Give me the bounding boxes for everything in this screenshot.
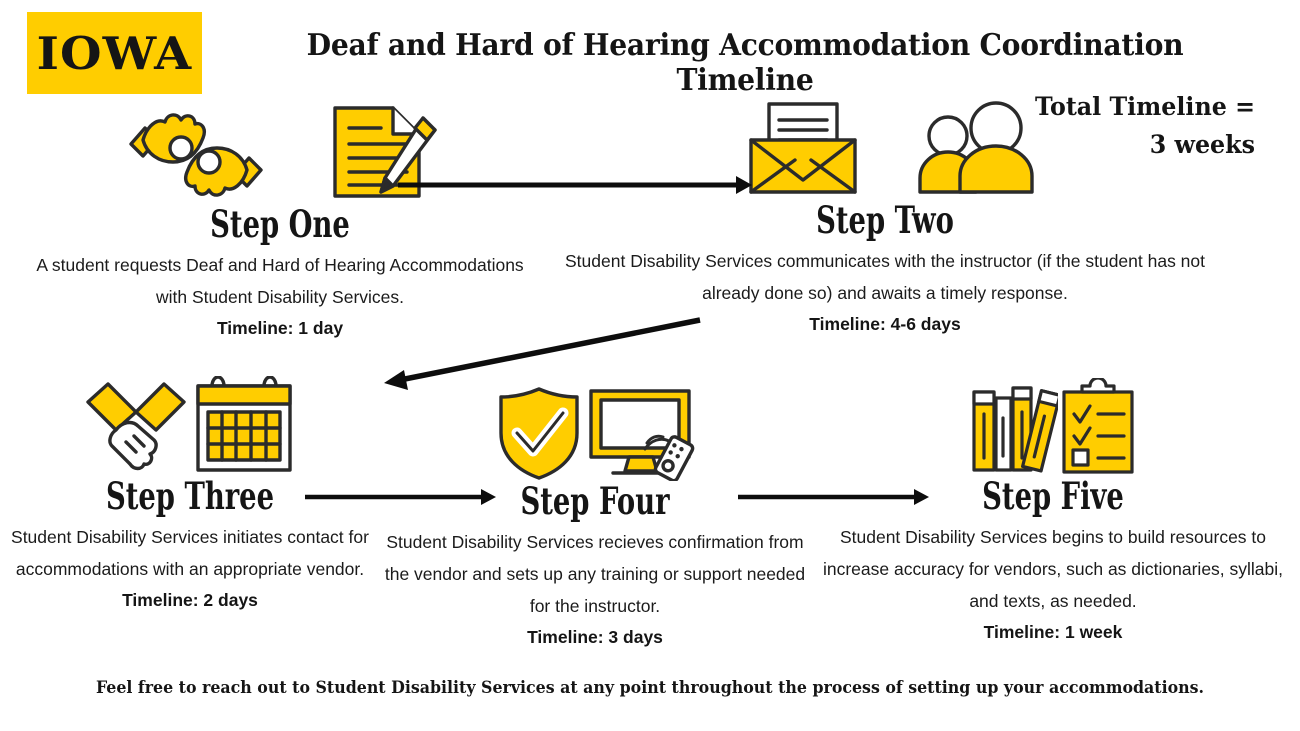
step-one-timeline: Timeline: 1 day	[216, 317, 344, 338]
arrow-step-one-to-step-two	[398, 176, 752, 194]
books-icon	[972, 386, 1058, 473]
step-two-icon-group	[565, 96, 1205, 200]
step-three-description: Student Disability Services initiates co…	[11, 527, 369, 579]
total-timeline-callout: Total Timeline = 3 weeks	[970, 88, 1255, 163]
monitor-with-remote-icon	[589, 389, 695, 481]
step-four-heading: Step Four	[520, 479, 670, 523]
iowa-logo-text: IOWA	[36, 26, 193, 80]
document-with-pen-icon	[332, 106, 437, 198]
iowa-logo: IOWA	[27, 12, 202, 94]
sign-language-hands-icon	[128, 113, 263, 197]
clipboard-checklist-icon	[1062, 378, 1134, 474]
step-two-heading: Step Two	[816, 198, 954, 242]
arrow-step-two-to-step-three	[384, 317, 701, 390]
total-timeline-label: Total Timeline =	[1035, 92, 1255, 121]
step-two-timeline: Timeline: 4-6 days	[809, 313, 961, 334]
handshake-icon	[86, 382, 186, 471]
arrow-step-three-to-step-four	[305, 489, 496, 505]
arrow-step-four-to-step-five	[738, 489, 929, 505]
step-four-icon-group	[380, 377, 810, 481]
step-five-heading: Step Five	[982, 474, 1124, 518]
page-title: Deaf and Hard of Hearing Accommodation C…	[306, 28, 1184, 98]
step-five-timeline: Timeline: 1 week	[983, 621, 1123, 642]
step-five-block: Step Five Student Disability Services be…	[818, 372, 1288, 647]
calendar-icon	[196, 376, 292, 472]
step-three-icon-group	[5, 372, 375, 476]
step-two-description: Student Disability Services communicates…	[565, 251, 1206, 303]
step-three-timeline: Timeline: 2 days	[122, 589, 258, 610]
step-one-heading: Step One	[210, 202, 350, 246]
step-one-icon-group	[35, 100, 525, 204]
step-five-icon-group	[818, 372, 1288, 476]
step-three-block: Step Three Student Disability Services i…	[5, 372, 375, 615]
total-timeline-value: 3 weeks	[1149, 129, 1255, 159]
step-four-timeline: Timeline: 3 days	[527, 626, 663, 647]
step-one-block: Step One A student requests Deaf and Har…	[35, 100, 525, 343]
two-people-icon	[917, 101, 1034, 194]
step-five-description: Student Disability Services begins to bu…	[822, 527, 1284, 611]
shield-check-icon	[499, 387, 579, 480]
step-two-block: Step Two Student Disability Services com…	[565, 96, 1205, 339]
footer-note: Feel free to reach out to Student Disabi…	[95, 678, 1205, 698]
step-three-heading: Step Three	[105, 474, 275, 518]
step-four-description: Student Disability Services recieves con…	[384, 532, 806, 616]
step-one-description: A student requests Deaf and Hard of Hear…	[36, 255, 524, 307]
step-four-block: Step Four Student Disability Services re…	[380, 377, 810, 652]
open-envelope-letter-icon	[748, 102, 857, 194]
